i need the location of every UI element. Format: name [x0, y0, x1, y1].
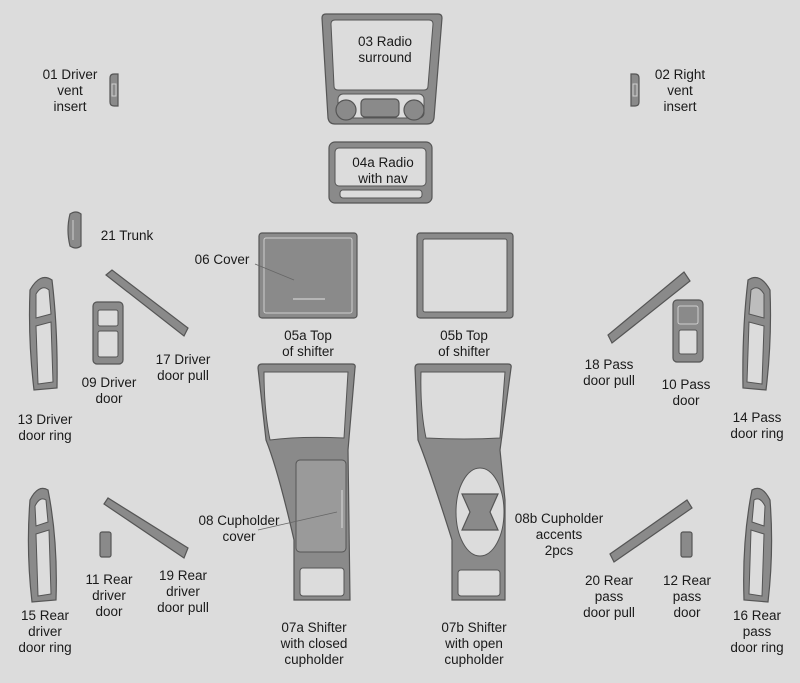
label-cupholder-cover: 08 Cupholder cover	[198, 513, 280, 544]
shifter-open-cupholder-piece	[414, 363, 512, 601]
label-shifter-top-driver: 05a Top of shifter	[282, 328, 334, 359]
label-pass-door-ring: 14 Pass door ring	[730, 410, 784, 441]
pass-door-piece	[672, 299, 704, 363]
label-right-vent-insert: 02 Right vent insert	[654, 67, 706, 114]
rear-pass-door-pull-piece	[609, 499, 693, 563]
label-shifter-top-pass: 05b Top of shifter	[438, 328, 490, 359]
label-pass-door-pull: 18 Pass door pull	[583, 357, 635, 388]
label-shifter-closed-cupholder: 07a Shifter with closed cupholder	[280, 620, 348, 667]
label-radio-nav: 04a Radio with nav	[352, 155, 414, 186]
rear-pass-door-ring-piece	[743, 487, 773, 603]
pass-door-ring-piece	[742, 277, 772, 391]
shifter-closed-cupholder-piece	[257, 363, 356, 601]
label-rear-driver-door: 11 Rear driver door	[85, 572, 133, 619]
driver-vent-insert-piece	[109, 73, 119, 107]
trunk-piece	[67, 211, 82, 249]
label-driver-door-ring: 13 Driver door ring	[17, 412, 73, 443]
driver-door-pull-piece	[105, 269, 189, 337]
shifter-top-pass-piece	[416, 232, 514, 319]
rear-driver-door-ring-piece	[27, 487, 57, 603]
label-rear-pass-door-ring: 16 Rear pass door ring	[730, 608, 784, 655]
rear-driver-door-piece	[99, 531, 112, 558]
driver-door-piece	[92, 301, 124, 365]
label-cover: 06 Cover	[194, 252, 250, 267]
label-pass-door: 10 Pass door	[661, 377, 711, 408]
radio-nav-piece	[328, 141, 433, 204]
label-driver-door: 09 Driver door	[81, 375, 137, 406]
label-rear-pass-door: 12 Rear pass door	[662, 573, 712, 620]
label-cupholder-accents: 08b Cupholder accents 2pcs	[514, 511, 604, 558]
label-rear-pass-door-pull: 20 Rear pass door pull	[583, 573, 635, 620]
driver-door-ring-piece	[28, 277, 58, 391]
label-radio-surround: 03 Radio surround	[357, 34, 413, 65]
label-rear-driver-door-ring: 15 Rear driver door ring	[18, 608, 72, 655]
label-driver-vent-insert: 01 Driver vent insert	[42, 67, 98, 114]
rear-pass-door-piece	[680, 531, 693, 558]
label-shifter-open-cupholder: 07b Shifter with open cupholder	[441, 620, 507, 667]
label-trunk: 21 Trunk	[100, 228, 154, 243]
shifter-top-driver-piece	[254, 232, 358, 319]
label-rear-driver-door-pull: 19 Rear driver door pull	[157, 568, 209, 615]
right-vent-insert-piece	[630, 73, 640, 107]
label-driver-door-pull: 17 Driver door pull	[155, 352, 211, 383]
rear-driver-door-pull-piece	[103, 497, 189, 559]
pass-door-pull-piece	[607, 271, 691, 344]
radio-surround-piece	[321, 13, 443, 125]
